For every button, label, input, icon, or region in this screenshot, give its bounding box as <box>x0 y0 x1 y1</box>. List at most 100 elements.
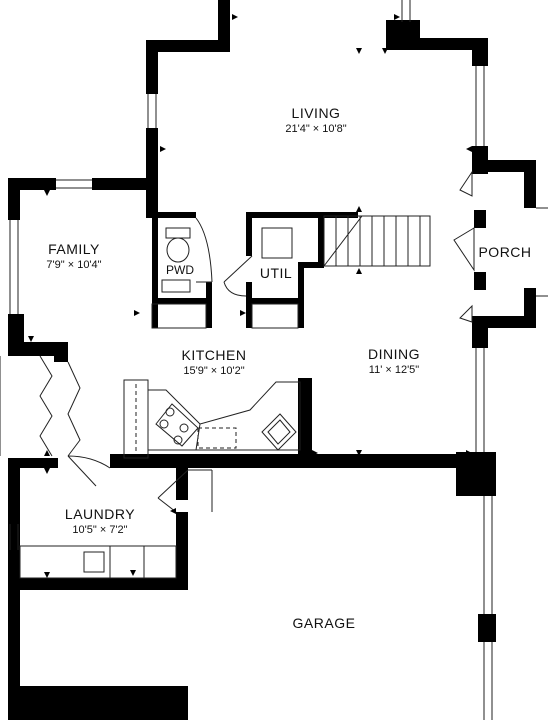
wall-segment <box>472 38 488 66</box>
family-label: FAMILY <box>48 241 100 257</box>
water-heater <box>261 227 293 259</box>
wall-segment <box>176 512 188 588</box>
dining-dims: 11' × 12'5" <box>369 364 420 376</box>
wall-segment <box>8 458 58 468</box>
tick-marker <box>394 14 400 20</box>
living-dims: 21'4" × 10'8" <box>285 123 346 135</box>
wall-segment <box>472 316 488 348</box>
toilet-bowl <box>166 237 190 263</box>
family-dims: 7'9" × 10'4" <box>46 259 101 271</box>
wall-segment <box>16 578 188 590</box>
kitchen-dims: 15'9" × 10'2" <box>183 365 244 377</box>
kitchen-counter <box>123 379 149 459</box>
stair-treads <box>335 216 421 266</box>
burner <box>179 423 189 433</box>
tick-marker <box>44 450 50 456</box>
tick-marker <box>240 310 246 316</box>
wall-segment <box>456 452 496 496</box>
wall-segment <box>146 128 158 218</box>
wall-segment <box>472 160 536 172</box>
counter <box>251 303 299 329</box>
room-labels: LIVING 21'4" × 10'8" FAMILY 7'9" × 10'4"… <box>46 105 531 631</box>
tick-marker <box>356 268 362 274</box>
wall-segment <box>318 212 358 218</box>
wall-segment <box>8 178 20 220</box>
sink <box>161 279 191 293</box>
wall-segment <box>318 212 324 268</box>
laundry-dims: 10'5" × 7'2" <box>72 524 127 536</box>
burner <box>159 419 169 429</box>
wall-segment <box>8 550 20 720</box>
walls <box>8 0 536 720</box>
tick-marker <box>232 14 238 20</box>
stair-break <box>323 215 363 267</box>
fixtures <box>19 215 431 579</box>
wall-segment <box>8 460 20 550</box>
windows <box>9 0 548 720</box>
living-label: LIVING <box>292 105 341 121</box>
tick-marker <box>28 336 34 342</box>
tick-marker <box>356 48 362 54</box>
tick-marker <box>160 146 166 152</box>
door <box>453 227 475 272</box>
tick-marker <box>466 146 472 152</box>
kitchen-label: KITCHEN <box>182 347 247 363</box>
kitchen-sink-basin <box>267 419 291 445</box>
garage-label: GARAGE <box>293 615 356 631</box>
dishwasher <box>197 427 237 449</box>
wall-segment <box>176 454 188 500</box>
tick-marker <box>312 450 318 456</box>
laundry-label: LAUNDRY <box>65 506 135 522</box>
laundry-sink <box>83 551 105 573</box>
wall-segment <box>206 282 212 328</box>
door <box>459 304 473 323</box>
door <box>459 170 473 197</box>
wall-segment <box>146 40 230 52</box>
tick-marker <box>44 572 50 578</box>
wall-segment <box>54 342 68 362</box>
wall-segment <box>246 298 302 304</box>
wall-segment <box>92 178 158 190</box>
door-swing <box>195 217 213 283</box>
cooktop <box>155 403 199 447</box>
wall-segment <box>298 262 324 268</box>
tick-marker <box>134 310 140 316</box>
door-swing <box>223 281 247 297</box>
wall-segment <box>8 686 188 720</box>
laundry-counter <box>19 545 177 579</box>
door <box>223 255 253 283</box>
dining-label: DINING <box>368 346 420 362</box>
wall-segment <box>152 298 212 304</box>
wall-segment <box>246 212 336 218</box>
wall-segment <box>474 210 486 228</box>
wall-segment <box>386 38 488 50</box>
counter <box>151 303 207 329</box>
porch-label: PORCH <box>478 244 531 260</box>
stair <box>323 215 431 267</box>
pwd-label: PWD <box>166 263 194 277</box>
wall-segment <box>152 212 158 328</box>
bifold-door <box>67 361 81 457</box>
kitchen-counter <box>148 389 201 425</box>
burner <box>173 435 183 445</box>
toilet-tank <box>165 227 191 239</box>
wall-segment <box>246 212 252 256</box>
wall-segment <box>146 40 158 94</box>
wall-segment <box>298 262 304 328</box>
wall-segment <box>474 272 486 290</box>
tick-marker <box>356 206 362 212</box>
tick-marker <box>466 450 472 456</box>
wall-segment <box>218 0 230 52</box>
door <box>157 469 189 499</box>
wall-segment <box>298 378 312 468</box>
util-label: UTIL <box>260 265 292 281</box>
tick-marker <box>356 450 362 456</box>
kitchen-counter <box>147 381 301 451</box>
burner <box>165 407 175 417</box>
kitchen-sink <box>261 413 297 451</box>
tick-marker <box>170 508 176 514</box>
wall-segment <box>478 614 496 642</box>
door-swing <box>67 455 111 469</box>
